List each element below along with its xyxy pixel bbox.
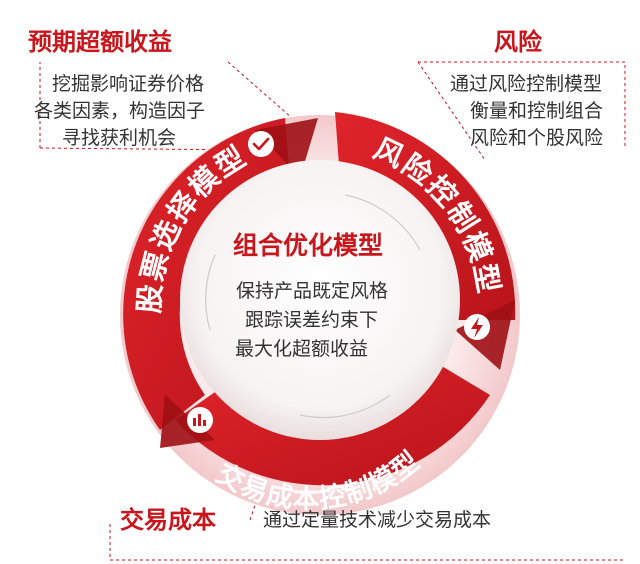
excess-return-line-2: 各类因素，构造因子 (34, 100, 206, 122)
inner-arrow-top (344, 194, 421, 251)
chart-icon (187, 407, 213, 433)
risk-line-3: 风险和个股风险 (470, 127, 604, 149)
transaction-cost-title: 交易成本 (120, 506, 216, 534)
guide-line-left-up (227, 61, 293, 119)
inner-arrow-left (205, 254, 216, 331)
transaction-cost-line-1: 通过定量技术减少交易成本 (263, 509, 492, 531)
guide-line-right-down (417, 61, 486, 161)
ring-segment-left (123, 118, 290, 430)
guide-line-bottom (109, 524, 625, 561)
guide-line-right (418, 61, 626, 148)
excess-return-title: 预期超额收益 (28, 28, 172, 56)
center-title: 组合优化模型 (233, 231, 384, 260)
lightning-icon (464, 314, 490, 340)
excess-return-line-3: 寻找获利机会 (62, 127, 177, 149)
center-line-1: 保持产品既定风格 (236, 280, 389, 302)
inner-arrow-bottom (299, 394, 391, 419)
excess-return-line-1: 挖掘影响证券价格 (52, 73, 205, 95)
center-line-3: 最大化超额收益 (235, 338, 369, 360)
inner-disc (180, 160, 460, 440)
ring-segment-bottom (175, 365, 490, 486)
risk-title: 风险 (494, 28, 542, 56)
center-line-2: 跟踪误差约束下 (245, 309, 379, 331)
risk-line-1: 通过风险控制模型 (450, 73, 603, 95)
risk-line-2: 衡量和控制组合 (470, 100, 604, 122)
checkmark-icon (248, 131, 274, 157)
